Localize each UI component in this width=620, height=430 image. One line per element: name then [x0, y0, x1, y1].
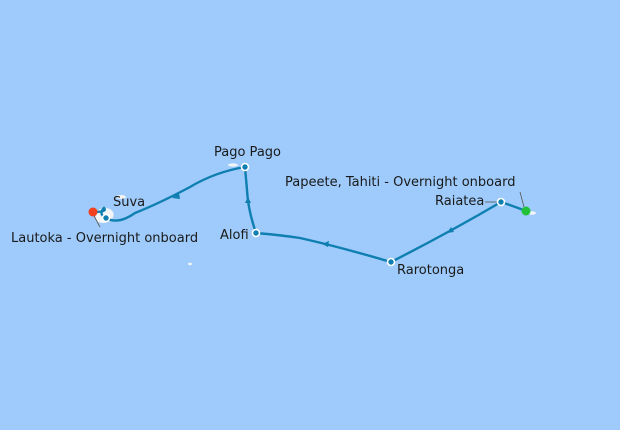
arrow-icon [172, 193, 180, 199]
arrow-icon [447, 227, 454, 233]
leg-alofi-pagopago [243, 165, 258, 235]
label-pago-pago: Pago Pago [214, 145, 281, 160]
label-raiatea: Raiatea [435, 194, 485, 209]
port-marker-pago-pago [240, 162, 250, 172]
leg-raiatea-rarotonga [389, 200, 503, 264]
island-vanua-levu [116, 195, 126, 199]
arrow-icon [245, 197, 251, 203]
label-suva: Suva [113, 195, 146, 210]
port-marker-rarotonga [386, 257, 396, 267]
port-markers[interactable] [88, 162, 531, 267]
end-marker-lautoka [88, 207, 98, 217]
leg-pagopago-suva [104, 165, 247, 222]
island-small [188, 262, 192, 266]
port-marker-raiatea [496, 197, 506, 207]
port-marker-suva [101, 213, 111, 223]
label-rarotonga: Rarotonga [397, 263, 465, 278]
label-papeete: Papeete, Tahiti - Overnight onboard [285, 175, 516, 190]
leg-rarotonga-alofi [254, 231, 393, 264]
label-lautoka: Lautoka - Overnight onboard [11, 231, 199, 246]
port-marker-alofi [251, 228, 261, 238]
direction-arrows [172, 193, 454, 247]
island-tutuila [228, 163, 238, 167]
start-marker-papeete [521, 206, 531, 216]
arrow-icon [322, 241, 329, 247]
label-alofi: Alofi [220, 228, 249, 243]
